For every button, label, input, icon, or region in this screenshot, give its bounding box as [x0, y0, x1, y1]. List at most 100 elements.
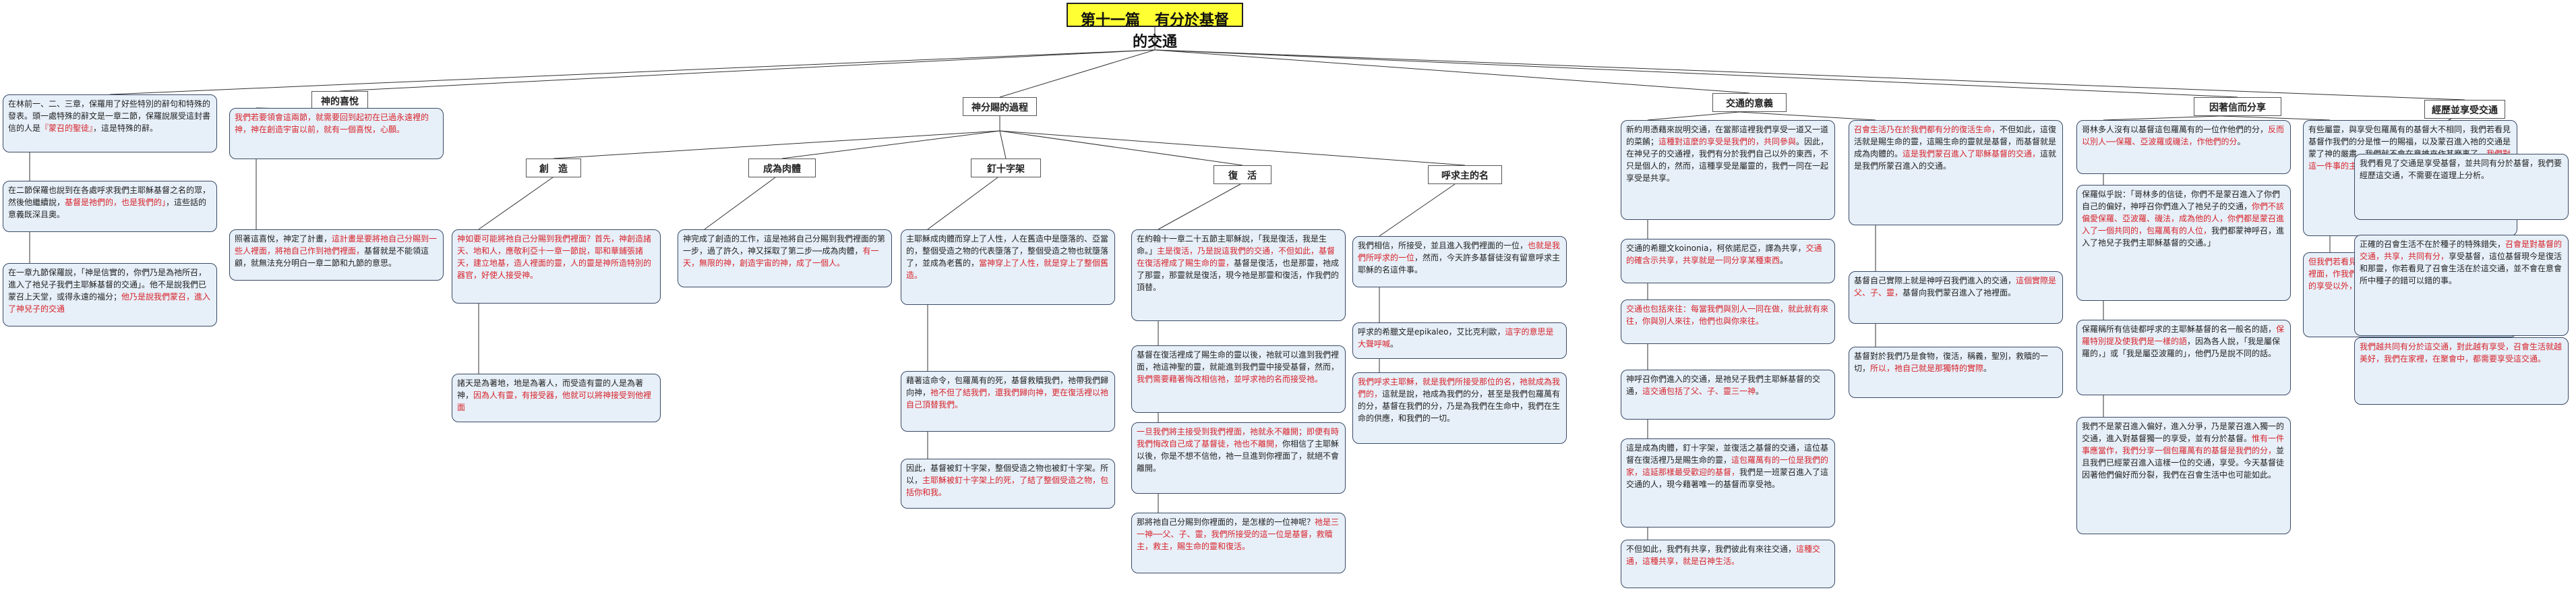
text-segment: 享受基督，這位基督現今是復活和那靈，你若看見了召會生活在於這交通，並不會在意會所…	[2360, 252, 2563, 285]
text-segment: ，然而，今天許多基督徒沒有留意呼求主耶穌的名這件事。	[1358, 253, 1561, 275]
text-segment: 呼求的希臘文是epikaleo，艾比克利歐，	[1358, 327, 1505, 337]
connector-topic-enjoy-god	[339, 49, 1156, 92]
faith-node-3[interactable]: 保羅稱所有信徒都呼求的主耶穌基督的名一般名的語，保羅特別提及使我們是一樣的語，因…	[2076, 320, 2291, 395]
text-segment: 這是成為肉體，釘十字架，並復活之基督的交通，這位基督在復活裡乃是賜生命的靈，	[1626, 443, 1829, 465]
connector-topic-share-by-faith	[1154, 49, 2238, 98]
meaning-node-2[interactable]: 交通的希臘文koinonia，柯依諾尼亞，譯為共享，交通的確含示共享，共享就是一…	[1621, 239, 1835, 283]
topic-share-by-faith-label: 因著信而分享	[2209, 103, 2266, 113]
topic-meaning[interactable]: 交通的意義	[1712, 93, 1787, 112]
connector-resurrection-node-1	[1158, 183, 1241, 230]
text-segment: 交通的確含示共享，共享就是一同分享某種東西	[1626, 244, 1822, 265]
resurrection-node-2[interactable]: 基督在復活裡成了賜生命的靈以後，祂就可以進到我們裡面，祂這神聖的靈，就能進到我們…	[1131, 345, 1346, 413]
meaning-node-3[interactable]: 交通也包括來往：每當我們與別人一同在做，就此就有來往，你與別人來往，他們也與你來…	[1621, 300, 1835, 344]
text-segment: 交通也包括來往：每當我們與別人一同在做，就此就有來往，你與別人來往，他們也與你來…	[1626, 304, 1829, 326]
text-segment: 那將祂自己分賜到你裡面的，是怎樣的一位神呢？	[1137, 517, 1315, 527]
text-segment: 這是我們蒙召進入了耶穌基督的交通，	[1903, 149, 2041, 159]
text-segment: 。	[1983, 364, 1992, 373]
text-segment: 在二節保羅也說到在各處呼求我們主耶穌基督之名的眾，然後他繼續說，	[8, 186, 211, 207]
topic-calling[interactable]: 呼求主的名	[1428, 165, 1502, 184]
connector-meaning-node-1	[1647, 111, 1740, 121]
text-segment: 這就是我們所蒙召進入的交通。	[1854, 149, 2057, 171]
meaning-node-1[interactable]: 新約用憑藉來說明交通，在當那這裡我們享受一道又一道的菜餚；這種對這麼的享受是我們…	[1621, 120, 1835, 220]
connector-topic-examples	[1154, 49, 2465, 101]
cross-node-1[interactable]: 主耶穌成肉體而穿上了人性，人在舊造中是墮落的、亞當的，整個受造之物的代表墮落了，…	[901, 229, 1115, 305]
faith-node-1[interactable]: 哥林多人沒有以基督這包羅萬有的一位作他們的分，反而以別人──保羅、亞波羅或磯法，…	[2076, 120, 2291, 174]
text-segment: 這包羅萬有的一位是我們的家，這延那樣最受歡迎的基督，	[1626, 455, 1829, 477]
text-segment: 主耶穌成肉體而穿上了人性，人在舊造中是墮落的、亞當的，整個受造之物的代表墮落了，…	[906, 234, 1109, 268]
calling-node-1[interactable]: 我們相信，所接受，並且進入我們裡面的一位，也就是我們所呼求的一位，然而，今天許多…	[1352, 236, 1567, 287]
connector-cross-node-1	[927, 177, 998, 230]
meaning-node-4[interactable]: 神呼召你們進入的交通，是祂兒子我們主耶穌基督的交通，這交通包括了父、子、靈三一神…	[1621, 370, 1835, 420]
resurrection-node-3[interactable]: 一旦我們將主接受到我們裡面，祂就永不離開；即便有時我們悔改自己成了基督徒，祂也不…	[1131, 422, 1346, 494]
topic-resurrection[interactable]: 復 活	[1214, 165, 1271, 184]
calling-node-3[interactable]: 我們呼求主耶穌，就是我們所接受那位的名，祂就成為我們的，這就是說，祂成為我們的分…	[1352, 372, 1567, 444]
text-segment: 我們若要領會這兩節，就需要回到起初在已過永遠裡的神，神在創造宇宙以前，就有一個喜…	[235, 113, 429, 134]
topic-enjoy-god[interactable]: 神的喜悅	[311, 91, 368, 110]
connector-topic-incarnation	[781, 130, 1000, 159]
connector-calling-node-1	[1379, 183, 1456, 237]
text-segment: 基督向我們蒙召進入了祂裡面。	[1903, 288, 2016, 297]
text-segment: 諸天是為著地，地是為著人，而受造有靈的人是為著神，	[457, 378, 644, 400]
cross-node-3[interactable]: 因此，基督被釘十字架，整個受造之物也被釘十字架。所以，主耶穌被釘十字架上的死，了…	[901, 459, 1115, 509]
text-segment: 藉著這命令，包羅萬有的死，基督救贖我們，祂帶我們歸向神，	[906, 376, 1109, 397]
share-node-1[interactable]: 召會生活乃在於我們都有分的復活生命，不但如此，這復活就是賜生命的靈，這賜生命的靈…	[1849, 120, 2063, 225]
connector-share-node-1	[1739, 111, 1876, 121]
text-segment: 這種對這麼的享受是我們的，共同參與	[1658, 137, 1797, 146]
root-topic[interactable]: 第十一篇 有分於基督的交通	[1067, 3, 1243, 51]
intro-node-3[interactable]: 在一章九節保羅說，「神是信實的，你們乃是為祂所召，進入了祂兒子我們主耶穌基督的交…	[3, 263, 217, 326]
topic-examples[interactable]: 經歷並享受交通	[2424, 100, 2505, 119]
connector-topic-meaning	[1154, 49, 1750, 94]
text-segment: 反而以別人──保羅、亞波羅或磯法，作他們的分	[2082, 125, 2285, 146]
topic-resurrection-label: 復 活	[1228, 171, 1257, 181]
meaning-node-6[interactable]: 不但如此，我們有共享，我們彼此有來往交通，這種交通，這種共享，就是召神生活。	[1621, 540, 1835, 588]
text-segment: 召會是對基督的交通，共享，共同有分，	[2360, 239, 2563, 261]
text-segment: 他乃是說我們蒙召，進入了神兒子的交通	[8, 292, 211, 314]
calling-node-2[interactable]: 呼求的希臘文是epikaleo，艾比克利歐，這字的意思是大聲呼喊。	[1352, 322, 1567, 359]
faith-node-4[interactable]: 我們不是蒙召進入偏好，進入分爭，乃是蒙召進入獨一的交通，進入對基督獨一的享受，並…	[2076, 417, 2291, 534]
connector-creation-node-1	[478, 177, 553, 230]
creation-node-1[interactable]: 神如要可能將祂自己分賜到我們裡面？首先，神創造諸天、地和人，應敬利亞十一章一節說…	[452, 229, 661, 304]
creation-node-2[interactable]: 諸天是為著地，地是為著人，而受造有靈的人是為著神，因為人有靈，有接受器，他就可以…	[452, 374, 661, 422]
resurrection-node-1[interactable]: 在約翰十一章二十五節主耶穌說，「我是復活，我是生命。」主是復活，乃是說這我們的交…	[1131, 229, 1346, 321]
topic-incarnation[interactable]: 成為肉體	[748, 159, 816, 177]
faith-node-2[interactable]: 保羅似乎說：「哥林多的信徒，你們不是蒙召進入了你們自己的偏好，神呼召你們進入了祂…	[2076, 185, 2291, 301]
share-node-3[interactable]: 基督對於我們乃是食物，復活，稱義，聖別，救贖的一切，所以，祂自己就是那獨特的實際…	[1849, 347, 2063, 398]
text-segment: 在一章九節保羅說，「神是信實的，你們乃是為祂所召，進入了祂兒子我們主耶穌基督的交…	[8, 268, 207, 289]
text-segment: 主是復活，乃是說這我們的交通，不但如此，基督在復活裡成了賜生命的靈，	[1137, 246, 1336, 268]
text-segment: 當神穿上了人性，就是穿上了整個舊造。	[906, 258, 1109, 280]
text-segment: 。	[2237, 137, 2246, 146]
intro-node-2[interactable]: 在二節保羅也說到在各處呼求我們主耶穌基督之名的眾，然後他繼續說，基督是祂們的，也…	[3, 181, 217, 232]
topic-incarnation-label: 成為肉體	[763, 164, 801, 175]
cross-node-2[interactable]: 藉著這命令，包羅萬有的死，基督救贖我們，祂帶我們歸向神，祂不但了結我們，還我們歸…	[901, 371, 1115, 432]
examples-node-1[interactable]: 我們看見了交通是享受基督，並共同有分於基督，我們要經歷這交通，不需要在道理上分析…	[2354, 154, 2569, 220]
text-segment: 召會生活乃在於我們都有分的復活生命，	[1854, 125, 2000, 134]
topic-creation[interactable]: 創 造	[526, 159, 581, 177]
text-segment: 我們呼求主耶穌，就是我們所接受那位的名，祂就成為我們的，	[1358, 377, 1561, 399]
enjoy-node-2[interactable]: 照著這喜悅，神定了計畫，這計畫是要將祂自己分賜到一些人裡面，將祂自己作到祂們裡面…	[229, 229, 444, 281]
text-segment: 因為人有靈，有接受器，他就可以將神接受到他裡面	[457, 391, 652, 412]
text-segment: 保羅似乎說：「哥林多的信徒，你們不是蒙召進入了你們自己的偏好，神呼召你們進入了祂…	[2082, 190, 2281, 211]
text-segment: 基督是祂們的，也是我們的」	[65, 198, 167, 207]
topic-cross[interactable]: 釘十字架	[971, 159, 1041, 177]
text-segment: 基督就是不能領這顧，就無法充分明白一章二節和九節的意思。	[235, 246, 429, 268]
text-segment: 我們看見了交通是享受基督，並共同有分於基督，我們要經歷這交通，不需要在道理上分析…	[2360, 159, 2563, 180]
text-segment: 交通的希臘文koinonia，柯依諾尼亞，譯為共享，	[1626, 244, 1806, 253]
resurrection-node-4[interactable]: 那將祂自己分賜到你裡面的，是怎樣的一位神呢？祂是三一神──父、子、靈，我們所接受…	[1131, 513, 1346, 573]
text-segment: 一旦我們將主接受到我們裡面，祂就永不離開；	[1137, 427, 1307, 436]
examples-node-3[interactable]: 我們越共同有分於這交通，對此越有享受，召會生活就越美好，我們在家裡，在聚會中，都…	[2354, 337, 2569, 405]
text-segment: 在約翰十一章二十五節主耶穌說，「我是復活，我是生命。」	[1137, 234, 1327, 256]
connector-topic-calling	[999, 130, 1466, 166]
intro-node[interactable]: 在林前一、二、三章，保羅用了好些特別的辭句和特殊的發表。頭一處特殊的辭文是一章二…	[3, 94, 217, 152]
share-node-2[interactable]: 基督自己實際上就是神呼召我們進入的交通，這個實際是父、子、靈，基督向我們蒙召進入…	[1849, 271, 2063, 324]
text-segment: 也就是我們所呼求的一位	[1358, 241, 1561, 262]
examples-node-2[interactable]: 正確的召會生活不在於種子的特殊錯失，召會是對基督的交通，共享，共同有分，享受基督…	[2354, 235, 2569, 336]
text-segment: 不但如此，這復活就是賜生命的靈，這賜生命的靈就是基督，而基督就是成為肉體的。	[1854, 125, 2057, 159]
enjoy-node-1[interactable]: 我們若要領會這兩節，就需要回到起初在已過永遠裡的神，神在創造宇宙以前，就有一個喜…	[229, 108, 444, 159]
text-segment: 這就是說，祂成為我們的分，甚至是我們包羅萬有的分，基督在我們的分，乃是為我們在生…	[1358, 389, 1561, 423]
topic-creation-label: 創 造	[539, 164, 568, 175]
incarnation-node-1[interactable]: 神完成了創造的工作，這是祂將自己分賜到我們裡面的第一步，過了許久，神又採取了第二…	[678, 229, 892, 287]
topic-process[interactable]: 神分賜的過程	[963, 97, 1037, 116]
text-segment: 『蒙召的聖徒』	[40, 123, 94, 133]
topic-share-by-faith[interactable]: 因著信而分享	[2194, 97, 2281, 116]
meaning-node-5[interactable]: 這是成為肉體，釘十字架，並復活之基督的交通，這位基督在復活裡乃是賜生命的靈，這包…	[1621, 438, 1835, 527]
